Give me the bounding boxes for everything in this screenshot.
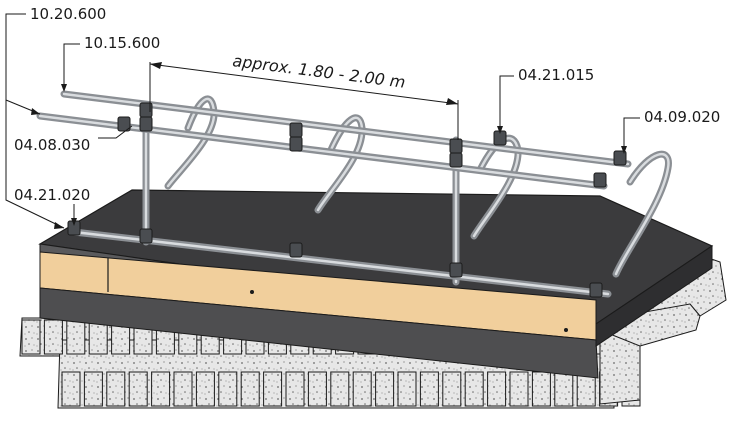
concrete-rib bbox=[173, 371, 193, 407]
concrete-rib bbox=[61, 371, 81, 407]
top-guardrail-highlight bbox=[62, 92, 630, 166]
concrete-rib bbox=[375, 371, 395, 407]
concrete-rib bbox=[307, 371, 327, 407]
label-10-20-600: 10.20.600 bbox=[30, 5, 106, 23]
support-bow-highlight bbox=[614, 152, 670, 276]
rail-coupler bbox=[589, 282, 603, 298]
rail-coupler bbox=[449, 262, 463, 278]
concrete-rib bbox=[397, 371, 417, 407]
concrete-rib bbox=[83, 371, 103, 407]
rail-coupler bbox=[289, 136, 303, 152]
concrete-rib bbox=[66, 319, 86, 355]
concrete-rib bbox=[240, 371, 260, 407]
rail-coupler bbox=[117, 116, 131, 132]
part-leaders bbox=[5, 13, 640, 229]
concrete-rib bbox=[195, 371, 215, 407]
concrete-rib bbox=[464, 371, 484, 407]
label-04-08-030: 04.08.030 bbox=[14, 136, 90, 154]
concrete-rib bbox=[218, 371, 238, 407]
rail-coupler bbox=[593, 172, 607, 188]
concrete-rib bbox=[487, 371, 507, 407]
knee-rail-highlight bbox=[72, 230, 610, 296]
concrete-rib bbox=[442, 371, 462, 407]
concrete-rib bbox=[554, 371, 574, 407]
concrete-rib bbox=[419, 371, 439, 407]
concrete-rib bbox=[43, 319, 63, 355]
rail-coupler bbox=[449, 152, 463, 168]
rail-coupler bbox=[613, 150, 627, 166]
rail-coupler bbox=[289, 122, 303, 138]
rail-coupler bbox=[139, 116, 153, 132]
deck-front-face bbox=[39, 243, 713, 379]
concrete-rib bbox=[106, 371, 126, 407]
label-10-15-600: 10.15.600 bbox=[84, 34, 160, 52]
concrete-rib bbox=[531, 371, 551, 407]
middle-guardrail-highlight bbox=[38, 114, 606, 188]
concrete-rib bbox=[509, 371, 529, 407]
rail-coupler bbox=[449, 138, 463, 154]
concrete-rib bbox=[285, 371, 305, 407]
label-04-21-020: 04.21.020 bbox=[14, 186, 90, 204]
guardrail-tubes bbox=[36, 90, 672, 298]
label-04-09-020: 04.09.020 bbox=[644, 108, 720, 126]
concrete-rib bbox=[21, 319, 41, 355]
concrete-rib bbox=[330, 371, 350, 407]
rail-coupler bbox=[289, 242, 303, 258]
concrete-rib bbox=[151, 371, 171, 407]
rail-coupler bbox=[139, 228, 153, 244]
concrete-rib bbox=[352, 371, 372, 407]
concrete-rib bbox=[128, 371, 148, 407]
concrete-rib bbox=[263, 371, 283, 407]
label-04-21-015: 04.21.015 bbox=[518, 66, 594, 84]
